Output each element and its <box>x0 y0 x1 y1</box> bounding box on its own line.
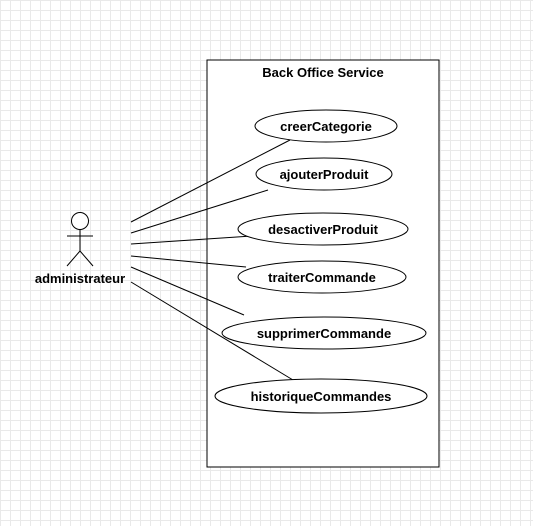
use-case-label: creerCategorie <box>280 119 372 134</box>
association-ajouter-produit[interactable] <box>130 189 269 234</box>
use-case-creer-categorie[interactable]: creerCategorie <box>254 109 398 143</box>
association-supprimer-commande[interactable] <box>130 266 245 316</box>
associations <box>130 139 294 381</box>
use-case-ellipse <box>237 260 407 294</box>
actor-right-leg <box>79 250 94 267</box>
association-traiter-commande[interactable] <box>130 255 247 268</box>
use-case-ajouter-produit[interactable]: ajouterProduit <box>255 157 393 191</box>
use-case-label: supprimerCommande <box>257 326 391 341</box>
actor-name: administrateur <box>35 271 125 286</box>
use-case-ellipse <box>237 212 409 246</box>
use-case-label: traiterCommande <box>268 270 376 285</box>
use-case-label: historiqueCommandes <box>251 389 392 404</box>
use-case-traiter-commande[interactable]: traiterCommande <box>237 260 407 294</box>
system-title: Back Office Service <box>262 65 383 80</box>
use-case-supprimer-commande[interactable]: supprimerCommande <box>221 316 427 350</box>
use-case-ellipse <box>221 316 427 350</box>
association-creer-categorie[interactable] <box>130 139 291 223</box>
use-case-desactiver-produit[interactable]: desactiverProduit <box>237 212 409 246</box>
use-case-ellipse <box>214 378 428 414</box>
use-case-label: desactiverProduit <box>268 222 378 237</box>
actor-head <box>71 212 89 230</box>
use-case-ellipse <box>255 157 393 191</box>
association-historique-commandes[interactable] <box>130 281 294 381</box>
use-case-label: ajouterProduit <box>280 167 370 182</box>
association-desactiver-produit[interactable] <box>130 235 253 245</box>
actor-left-leg <box>66 250 81 267</box>
use-case-historique-commandes[interactable]: historiqueCommandes <box>214 378 428 414</box>
use-case-ellipse <box>254 109 398 143</box>
actor-administrateur[interactable]: administrateur <box>35 212 125 287</box>
